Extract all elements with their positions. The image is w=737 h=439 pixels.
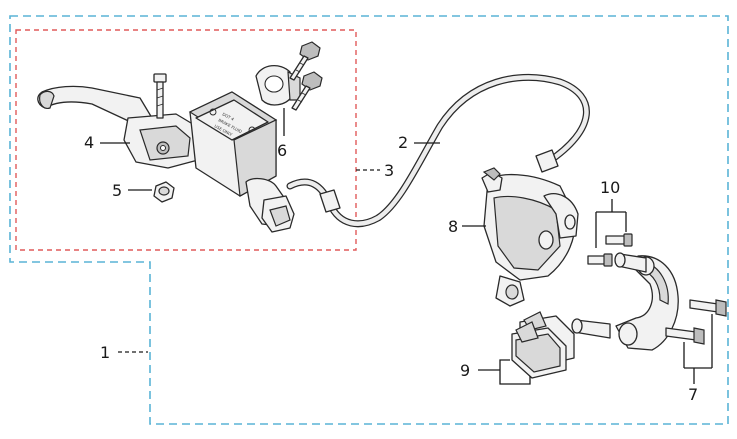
outer-assembly-boundary (9, 15, 729, 425)
clamp-bolt-upper (289, 41, 321, 81)
lever-lock-nut (153, 181, 175, 203)
callout-9: 9 (460, 361, 470, 380)
caliper-bolt-b (587, 253, 613, 267)
callout-2: 2 (398, 133, 408, 152)
caliper-bolt-a (605, 233, 633, 247)
brake-caliper (481, 167, 579, 307)
brake-pads (511, 311, 575, 379)
master-cylinder: DOT 4 BRAKE FLUID USE ONLY (188, 91, 295, 233)
bracket-bolt-a (689, 299, 727, 317)
master-cylinder-group-boundary (15, 29, 357, 251)
callout-8: 8 (448, 217, 458, 236)
callout-3: 3 (384, 161, 394, 180)
clamp-bolt-lower (291, 71, 323, 111)
brake-hose (286, 73, 590, 228)
bracket-pin-upper (614, 252, 647, 273)
callouts: 1 2 3 4 5 6 7 8 9 10 (84, 133, 698, 404)
svg-text:DOT 4: DOT 4 (222, 111, 236, 121)
bracket-pin-lower (571, 318, 611, 339)
callout-7: 7 (688, 385, 698, 404)
bracket-bolt-b (665, 327, 705, 345)
callout-1: 1 (100, 343, 110, 362)
lever-pivot-bolt (153, 73, 167, 119)
leader-lines (100, 108, 713, 385)
callout-4: 4 (84, 133, 94, 152)
brake-lever (37, 85, 199, 169)
callout-6: 6 (277, 141, 287, 160)
callout-5: 5 (112, 181, 122, 200)
callout-10: 10 (600, 178, 620, 197)
